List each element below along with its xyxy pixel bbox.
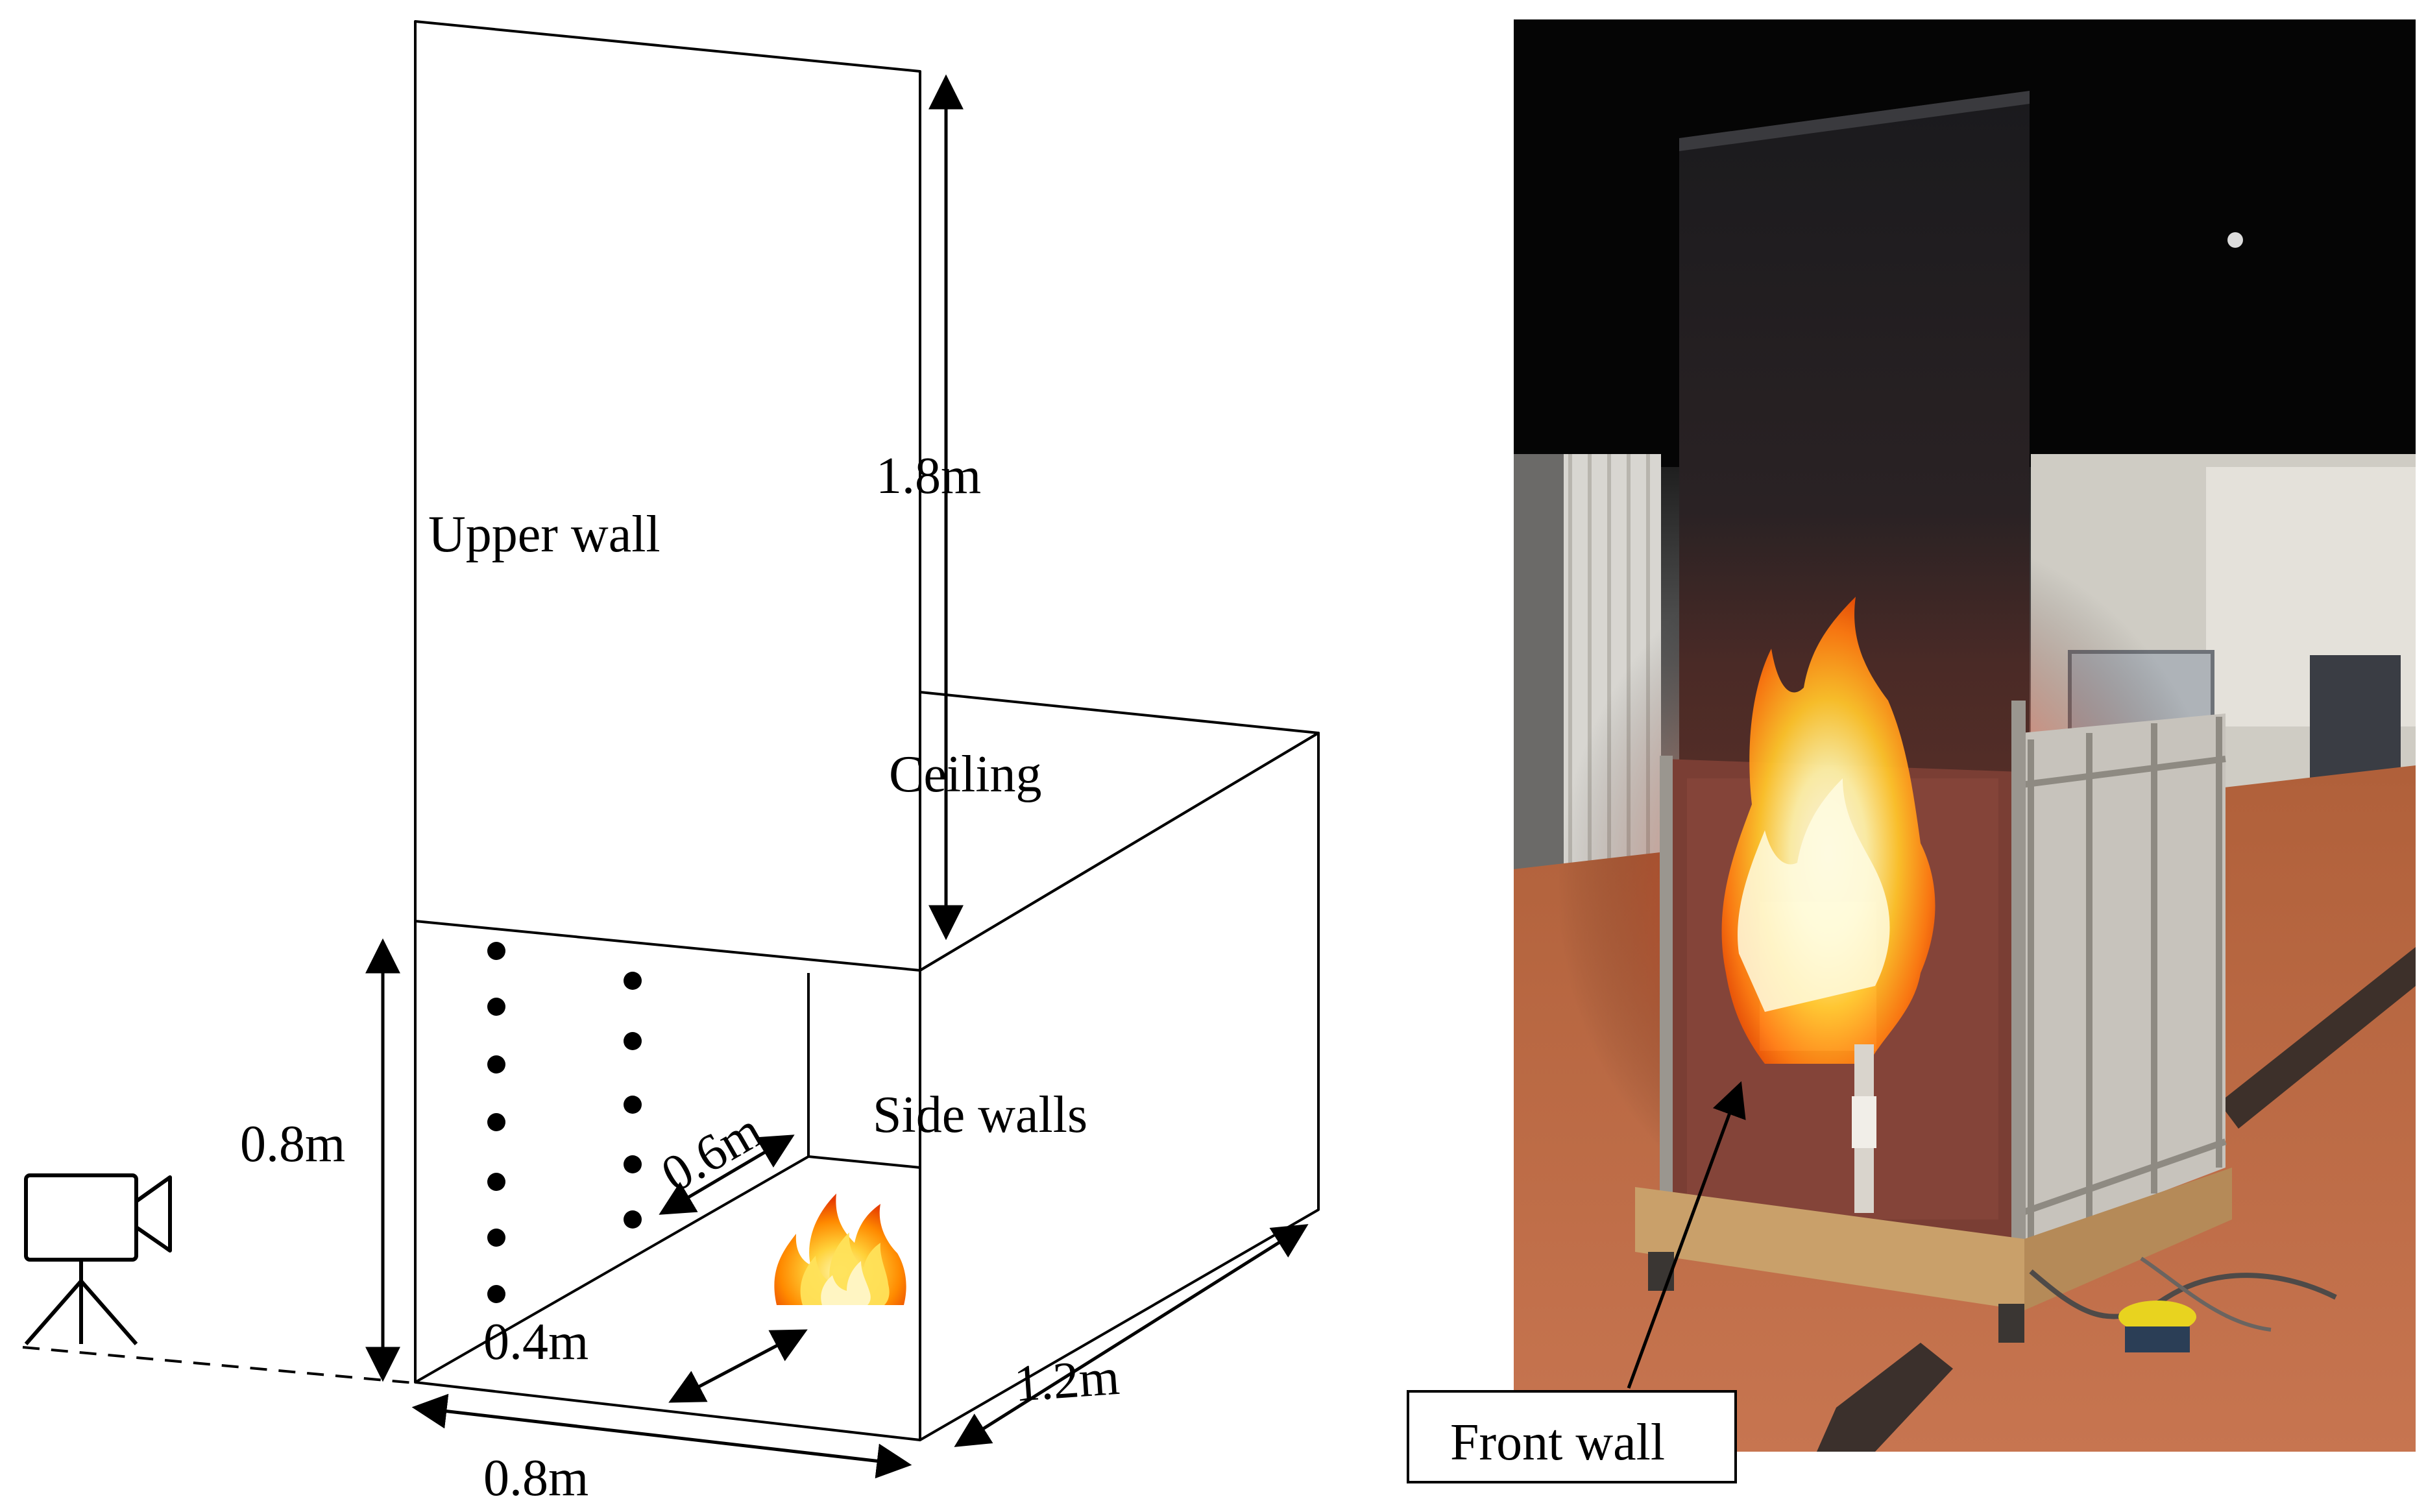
front-wall-pointer	[1627, 1081, 1746, 1389]
inner-left-floor-edge	[415, 1155, 809, 1384]
label-compartment-depth: 1.2m	[1012, 1349, 1121, 1413]
dim-arrow-burner-offset	[668, 1329, 808, 1403]
dimension-arrows	[365, 74, 1309, 1479]
label-ceiling: Ceiling	[889, 746, 1042, 803]
dim-arrow-thermocouple-spacing	[659, 1134, 795, 1215]
dim-arrow-compartment-width	[411, 1393, 912, 1479]
thermocouple-tree-2	[624, 972, 642, 1229]
label-burner-offset: 0.4m	[483, 1314, 588, 1371]
label-front-wall: Front wall	[1450, 1414, 1665, 1471]
dim-arrow-compartment-depth	[954, 1224, 1309, 1447]
front-wall-callout: Front wall	[1407, 1390, 1737, 1483]
label-upper-wall: Upper wall	[428, 506, 661, 563]
ceiling-outline	[919, 691, 1320, 972]
upper-wall-outline	[414, 20, 921, 972]
fire-icon	[774, 1194, 906, 1305]
thermocouple-tree-1	[487, 942, 505, 1303]
camera-sightline	[22, 1346, 415, 1384]
label-compartment-height: 0.8m	[240, 1116, 345, 1173]
label-compartment-width: 0.8m	[483, 1450, 588, 1507]
video-camera-icon	[24, 1173, 172, 1345]
label-upper-wall-height: 1.8m	[876, 448, 981, 505]
inner-floor-edge	[808, 1155, 921, 1169]
label-side-walls: Side walls	[873, 1086, 1087, 1144]
schematic-labels: Upper wall Ceiling Side walls 1.8m 0.8m …	[240, 448, 1121, 1507]
experiment-photo	[1514, 19, 2416, 1452]
